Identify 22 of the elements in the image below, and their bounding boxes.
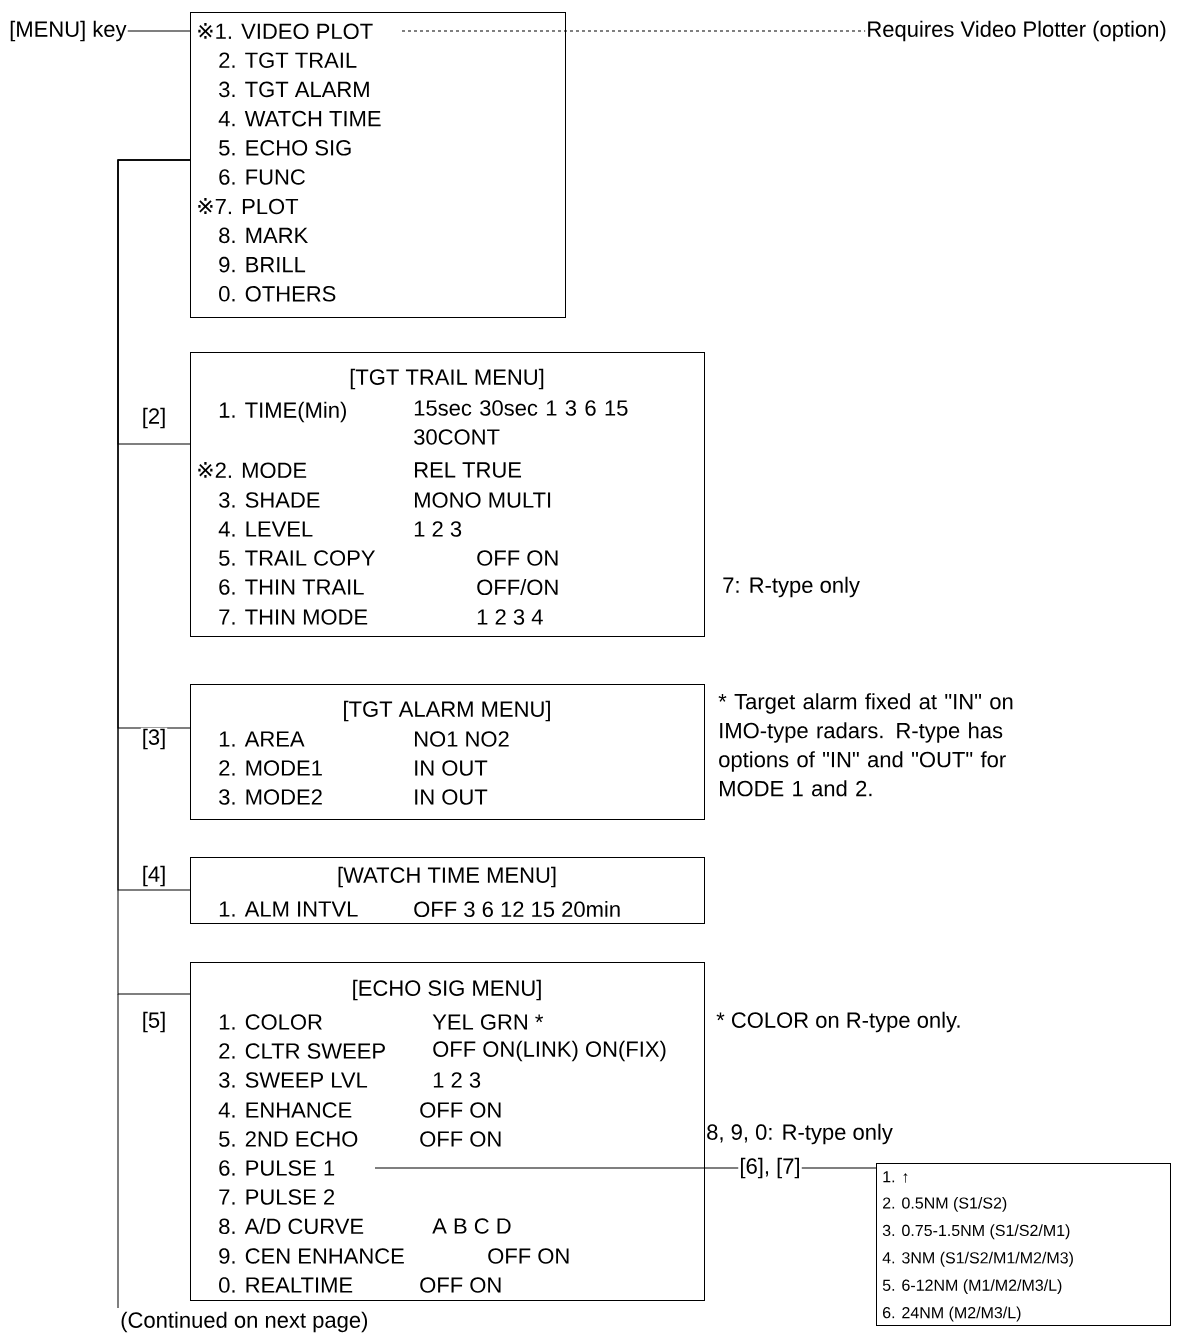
- submenu-box: [ECHO SIG MENU] 1. COLOR YEL GRN * 2. CLTR SWEEP OFF ON(LINK) ON(FIX) 3. SWEEP LVL 1 2 3 4. ENHANCE OFF ON 5. 2ND ECHO OFF ON 6. PULSE 1 7. PULSE 2 8. A/D CURVE A B C D 9. CEN ENHANCE OFF ON 0. REALTIME OFF ON: [190, 962, 705, 1301]
- connector-line: [801, 1167, 877, 1169]
- dashed-line: [401, 30, 866, 32]
- note-text: * Target alarm fixed at "IN" on IMO-type radars. R-type has options of "IN" and "OUT" for MODE 1 and 2.: [718, 693, 1013, 797]
- note-text: 8, 9, 0: R-type only: [707, 1123, 893, 1145]
- edge-label: [2]: [140, 406, 168, 430]
- edge-label: [3]: [140, 727, 168, 751]
- submenu-box: [TGT ALARM MENU] 1. AREA NO1 NO2 2. MODE1 IN OUT 3. MODE2 IN OUT: [190, 684, 705, 820]
- connector-line: [374, 1167, 739, 1169]
- edge-label: [5]: [140, 1010, 168, 1034]
- connector-line: [127, 30, 191, 32]
- note-text: * COLOR on R-type only.: [716, 1011, 960, 1033]
- key-label: [MENU] key: [10, 20, 127, 42]
- note-text: 7: R-type only: [723, 576, 860, 598]
- submenu-box: [WATCH TIME MENU] 1. ALM INTVL OFF 3 6 12 15 20min: [190, 857, 705, 924]
- edge-label: [4]: [140, 864, 168, 888]
- submenu-box: [TGT TRAIL MENU] 1. TIME(Min) 15sec 30sec 1 3 6 15 30CONT ※2. MODE REL TRUE 3. SHADE MONO MULTI 4. LEVEL 1 2 3 5. TRAIL COPY OFF ON 6. THIN TRAIL OFF/ON 7. THIN MODE 1 2 3 4: [190, 352, 705, 637]
- note-text: (Continued on next page): [121, 1311, 368, 1333]
- option-list-box: 1. ↑ 2. 0.5NM (S1/S2) 3. 0.75-1.5NM (S1/S2/M1) 4. 3NM (S1/S2/M1/M2/M3) 5. 6-12NM (M1/M2/M3/L) 6. 24NM (M2/M3/L): [876, 1163, 1171, 1326]
- key-label: Requires Video Plotter (option): [868, 20, 1166, 42]
- key-label: [6], [7]: [741, 1157, 799, 1179]
- menu-box: ※1. VIDEO PLOT 2. TGT TRAIL 3. TGT ALARM 4. WATCH TIME 5. ECHO SIG 6. FUNC ※7. PLOT 8. MARK 9. BRILL 0. OTHERS: [190, 12, 566, 318]
